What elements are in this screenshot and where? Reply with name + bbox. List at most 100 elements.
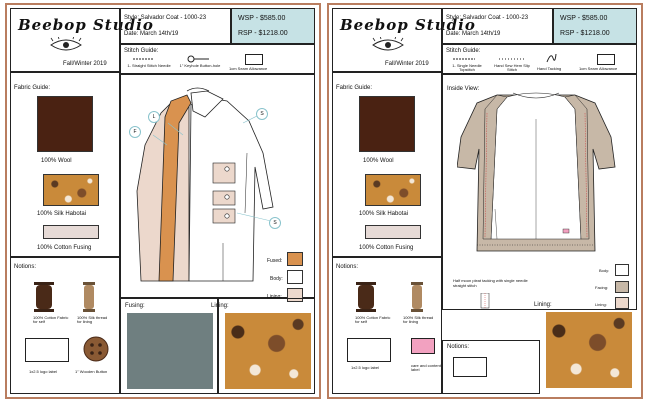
straight-stitch-icon xyxy=(133,58,153,60)
stitch-item-3: Hand Tacking xyxy=(537,66,562,71)
wool-swatch xyxy=(359,96,415,152)
legend-body-label: Body: xyxy=(599,268,610,273)
stitch-guide-title: Stitch Guide: xyxy=(446,48,481,54)
notions-box: Notions: 100% Cotton Fabric for self 100… xyxy=(332,257,442,394)
brand-box: Beebop Studio Fall/Winter 2019 xyxy=(10,8,153,72)
stitch-guide-box: Stitch Guide: 1- Straight Stitch Needle … xyxy=(120,44,315,74)
legend-facing-swatch xyxy=(615,281,629,293)
fabric-guide-box: Fabric Guide: 100% Wool 100% Silk Habota… xyxy=(10,72,120,257)
keyhole-buttonhole-icon xyxy=(187,55,209,63)
callout-l: L xyxy=(148,111,160,123)
notions-bottom-label: Notions: xyxy=(447,344,470,350)
legend-body-swatch xyxy=(287,270,303,284)
topstitch-icon xyxy=(453,58,475,60)
date-label: Date: March 14th/19 xyxy=(446,31,501,37)
silk-thread-spool-icon xyxy=(83,282,95,312)
coat-flat-drawing xyxy=(136,87,274,282)
inside-view-area: Inside View: Half moon pleat tacking wit… xyxy=(442,74,637,310)
wsp-price: WSP - $585.00 xyxy=(238,15,286,22)
pleat-detail-icon xyxy=(480,293,490,309)
notion-3-label: 1x2.5 logo label xyxy=(351,365,380,370)
cotton-fusing-swatch xyxy=(365,225,421,239)
style-code: Style: Salvador Coat - 1000-23 xyxy=(124,15,207,21)
fabric-guide-title: Fabric Guide: xyxy=(336,85,373,91)
tech-sheet-inside: Beebop Studio Fall/Winter 2019 Style: Sa… xyxy=(327,3,643,399)
hand-tacking-icon xyxy=(546,53,557,63)
season-label: Fall/Winter 2019 xyxy=(63,61,107,67)
notion-4-label: 1" Wooden Button xyxy=(75,369,108,374)
cotton-thread-spool-icon xyxy=(356,282,376,312)
brand-name: Beebop Studio xyxy=(340,16,476,34)
notions-title: Notions: xyxy=(336,264,359,270)
wool-swatch xyxy=(37,96,93,152)
wsp-price: WSP - $585.00 xyxy=(560,15,608,22)
lining-panel: Lining: xyxy=(211,298,315,394)
fabric-3-label: 100% Cotton Fusing xyxy=(359,245,414,251)
stitch-item-3: 1cm Seam Allowance xyxy=(229,66,268,71)
stitch-item-2: 1" Keyhole Button-hole xyxy=(179,63,221,68)
style-box: Style: Salvador Coat - 1000-23 Date: Mar… xyxy=(120,8,231,44)
flat-drawing-area: L S F S Fused: Body: Lining: xyxy=(120,74,315,302)
legend-body-swatch xyxy=(615,264,629,276)
legend-lining-label: Lining: xyxy=(267,294,282,300)
notion-2-label: 100% Silk thread for lining xyxy=(403,315,434,324)
lining-label: Lining: xyxy=(211,303,229,309)
fabric-guide-box: Fabric Guide: 100% Wool 100% Silk Habota… xyxy=(332,72,442,257)
legend-facing-label: Facing: xyxy=(595,285,609,290)
legend-lining-swatch xyxy=(615,297,629,309)
fusing-swatch-large xyxy=(127,313,213,389)
slip-stitch-icon xyxy=(499,58,525,60)
date-label: Date: March 14th/19 xyxy=(124,31,179,37)
callout-s-top: S xyxy=(256,108,268,120)
brand-box: Beebop Studio Fall/Winter 2019 xyxy=(332,8,475,72)
stitch-item-1: 1- Straight Stitch Needle xyxy=(127,63,171,68)
silk-habotai-swatch xyxy=(365,174,421,206)
rsp-price: RSP - $1218.00 xyxy=(560,30,610,37)
silk-habotai-swatch xyxy=(43,174,99,206)
fabric-guide-title: Fabric Guide: xyxy=(14,85,51,91)
eye-logo-icon xyxy=(50,37,82,51)
inside-view-label: Inside View: xyxy=(447,86,480,92)
seam-allowance-icon xyxy=(245,54,263,65)
notions-box: Notions: 100% Cotton Fabric for self 100… xyxy=(10,257,120,394)
legend-body-label: Body: xyxy=(270,276,283,282)
stitch-item-2: Hand Sew Hem Slip Stitch xyxy=(494,63,530,72)
legend-lining-label: Lining: xyxy=(595,302,607,307)
fabric-2-label: 100% Silk Habotai xyxy=(37,211,87,217)
notions-title: Notions: xyxy=(14,264,37,270)
silk-thread-spool-icon xyxy=(411,282,423,312)
logo-label-swatch xyxy=(25,338,69,362)
lining-swatch-large xyxy=(546,312,632,388)
seam-allowance-icon xyxy=(597,54,615,65)
wooden-button-icon xyxy=(83,336,109,362)
fabric-1-label: 100% Wool xyxy=(41,158,72,164)
care-label-swatch xyxy=(411,338,435,354)
notion-3-label: 1x2.5 logo label xyxy=(29,369,58,374)
stitch-guide-title: Stitch Guide: xyxy=(124,48,159,54)
eye-logo-icon xyxy=(372,37,404,51)
brand-name: Beebop Studio xyxy=(18,16,154,34)
style-box: Style: Salvador Coat - 1000-23 Date: Mar… xyxy=(442,8,553,44)
fusing-panel: Fusing: xyxy=(120,298,218,394)
logo-label-swatch xyxy=(347,338,391,362)
notion-2-label: 100% Silk thread for lining xyxy=(77,315,108,324)
lining-panel: Lining: xyxy=(534,298,637,394)
season-label: Fall/Winter 2019 xyxy=(385,61,429,67)
notions-bottom-box: Notions: xyxy=(442,340,540,394)
fusing-label: Fusing: xyxy=(125,303,145,309)
stitch-item-4: 1cm Seam Allowance xyxy=(579,66,618,71)
callout-s-bottom: S xyxy=(269,217,281,229)
lining-swatch-large xyxy=(225,313,311,389)
rsp-price: RSP - $1218.00 xyxy=(238,30,288,37)
callout-f: F xyxy=(129,126,141,138)
legend-fused-swatch xyxy=(287,252,303,266)
lining-label: Lining: xyxy=(534,302,552,308)
style-code: Style: Salvador Coat - 1000-23 xyxy=(446,15,529,21)
notion-1-label: 100% Cotton Fabric for self xyxy=(355,315,391,324)
stitch-guide-box: Stitch Guide: 1- Single Needle Topstitch… xyxy=(442,44,637,74)
logo-label-placement xyxy=(453,357,487,377)
fabric-2-label: 100% Silk Habotai xyxy=(359,211,409,217)
stitch-item-1: 1- Single Needle Topstitch xyxy=(452,63,482,72)
notion-1-label: 100% Cotton Fabric for self xyxy=(33,315,69,324)
pleat-note: Half moon pleat tacking with single need… xyxy=(453,278,528,288)
